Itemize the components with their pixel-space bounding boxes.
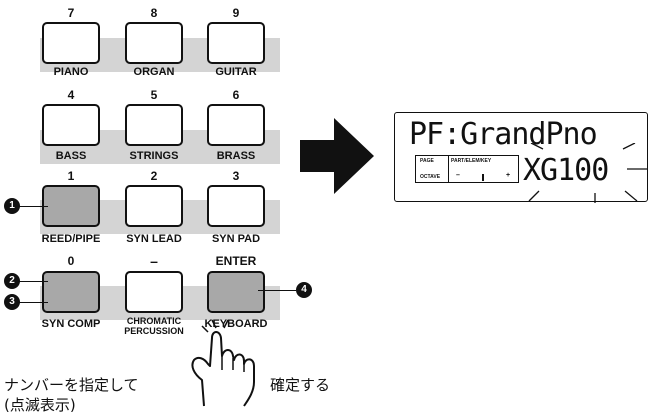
syn-comp-label: SYN COMP [41, 318, 101, 330]
callout-leader [258, 290, 296, 291]
lcd-model-name: XG100 [523, 153, 609, 188]
key-number-5: 5 [150, 88, 158, 102]
chromatic-percussion-key[interactable] [125, 271, 183, 313]
organ-key[interactable] [125, 22, 183, 64]
lcd-panel-divider [448, 156, 449, 182]
lcd-indicator-panel: PAGE PART/ELEM/KEY OCTAVE – + [415, 155, 519, 183]
blinking-caption: (点滅表示) [4, 396, 76, 414]
reed-pipe-label: REED/PIPE [41, 233, 101, 245]
reed-pipe-key[interactable] [42, 185, 100, 227]
lcd-part-elem-key-label: PART/ELEM/KEY [451, 158, 492, 164]
bass-label: BASS [55, 150, 87, 162]
syn-comp-key[interactable] [42, 271, 100, 313]
callout-leader [18, 281, 48, 282]
key-number-9: 9 [232, 6, 240, 20]
percussion-label: PERCUSSION [124, 326, 184, 336]
organ-label: ORGAN [133, 66, 175, 78]
chromatic-label: CHROMATIC [126, 316, 182, 326]
syn-pad-label: SYN PAD [211, 233, 261, 245]
keyboard-enter-key[interactable] [207, 271, 265, 313]
piano-label: PIANO [53, 66, 89, 78]
key-number-minus: – [150, 253, 158, 269]
callout-2: 2 [4, 273, 20, 289]
callout-1: 1 [4, 198, 20, 214]
key-number-6: 6 [232, 88, 240, 102]
key-number-4: 4 [67, 88, 75, 102]
arrow-right-icon [300, 118, 374, 194]
key-number-enter: ENTER [215, 254, 257, 268]
blink-rays-icon [528, 143, 648, 203]
guitar-key[interactable] [207, 22, 265, 64]
syn-lead-key[interactable] [125, 185, 183, 227]
confirm-caption: 確定する [270, 376, 331, 394]
strings-label: STRINGS [129, 150, 179, 162]
lcd-voice-name: PF:GrandPno [409, 117, 598, 152]
lcd-octave-marker [482, 174, 484, 181]
syn-lead-label: SYN LEAD [126, 233, 182, 245]
key-number-8: 8 [150, 6, 158, 20]
keyboard-label: KEYBOARD [204, 318, 268, 330]
guitar-label: GUITAR [215, 66, 257, 78]
key-number-7: 7 [67, 6, 75, 20]
strings-key[interactable] [125, 104, 183, 146]
brass-key[interactable] [207, 104, 265, 146]
bass-key[interactable] [42, 104, 100, 146]
lcd-plus-label: + [506, 172, 511, 179]
syn-pad-key[interactable] [207, 185, 265, 227]
key-number-2: 2 [150, 169, 158, 183]
piano-key[interactable] [42, 22, 100, 64]
key-number-1: 1 [67, 169, 75, 183]
brass-label: BRASS [216, 150, 256, 162]
callout-leader [18, 206, 48, 207]
select-number-caption: ナンバーを指定して [4, 376, 139, 394]
callout-4: 4 [296, 282, 312, 298]
lcd-octave-label: OCTAVE [420, 174, 441, 180]
lcd-minus-label: – [456, 172, 460, 179]
key-number-3: 3 [232, 169, 240, 183]
key-number-0: 0 [67, 254, 75, 268]
callout-leader [18, 302, 48, 303]
lcd-page-label: PAGE [420, 158, 434, 164]
lcd-display: PF:GrandPno PAGE PART/ELEM/KEY OCTAVE – … [394, 112, 648, 203]
pointing-hand-icon [191, 319, 255, 407]
callout-3: 3 [4, 294, 20, 310]
